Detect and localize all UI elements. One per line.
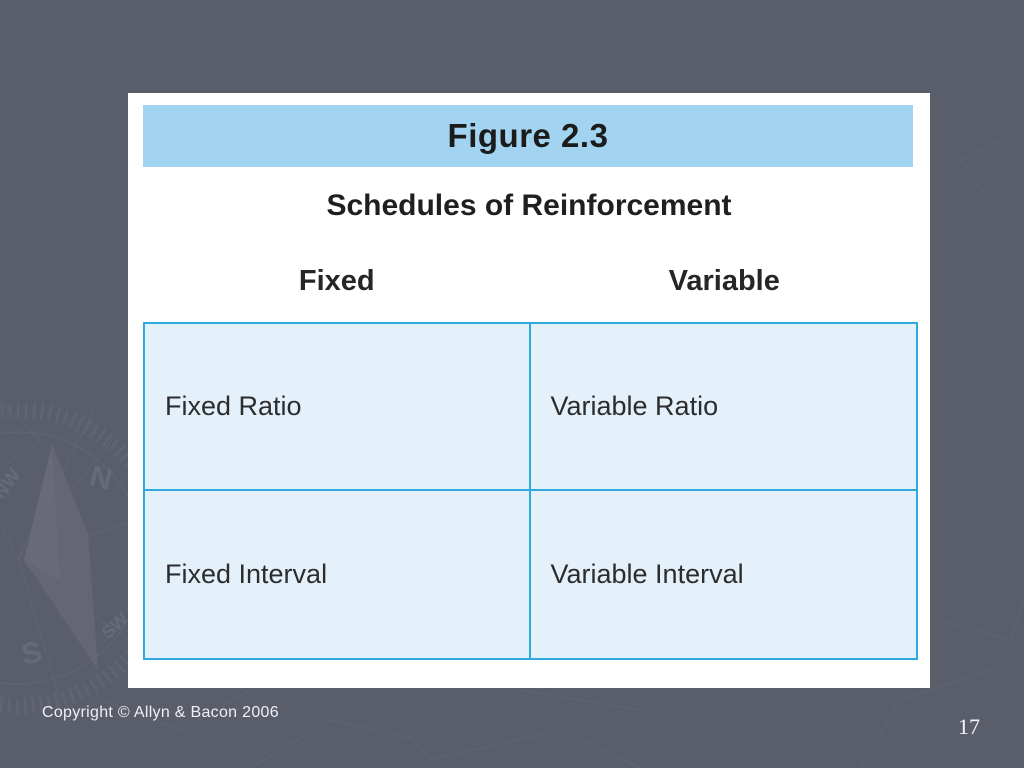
figure-label-band: Figure 2.3	[143, 105, 913, 167]
copyright-notice: Copyright © Allyn & Bacon 2006	[42, 704, 279, 721]
column-header-variable: Variable	[668, 265, 780, 297]
cell-label: Fixed Ratio	[165, 391, 302, 421]
page-number: 17	[958, 714, 980, 739]
cell-label: Variable Ratio	[550, 391, 719, 421]
figure-title: Schedules of Reinforcement	[326, 189, 732, 222]
cell-label: Variable Interval	[550, 559, 744, 589]
table-cell-fixed-interval: Fixed Interval	[145, 491, 531, 658]
svg-text:NW: NW	[0, 465, 25, 503]
figure-panel: Figure 2.3 Schedules of Reinforcement Fi…	[128, 93, 930, 688]
svg-text:SW: SW	[97, 609, 132, 643]
cell-label: Fixed Interval	[165, 559, 328, 589]
svg-text:S: S	[19, 635, 45, 671]
column-headers: Fixed Variable	[143, 265, 918, 298]
schedule-table: Fixed Ratio Variable Ratio Fixed Interva…	[143, 322, 918, 660]
column-header-fixed: Fixed	[298, 265, 375, 297]
table-cell-variable-ratio: Variable Ratio	[530, 324, 916, 491]
table-cell-fixed-ratio: Fixed Ratio	[145, 324, 531, 491]
svg-text:N: N	[86, 460, 115, 497]
figure-label: Figure 2.3	[447, 117, 609, 154]
table-cell-variable-interval: Variable Interval	[530, 491, 916, 658]
